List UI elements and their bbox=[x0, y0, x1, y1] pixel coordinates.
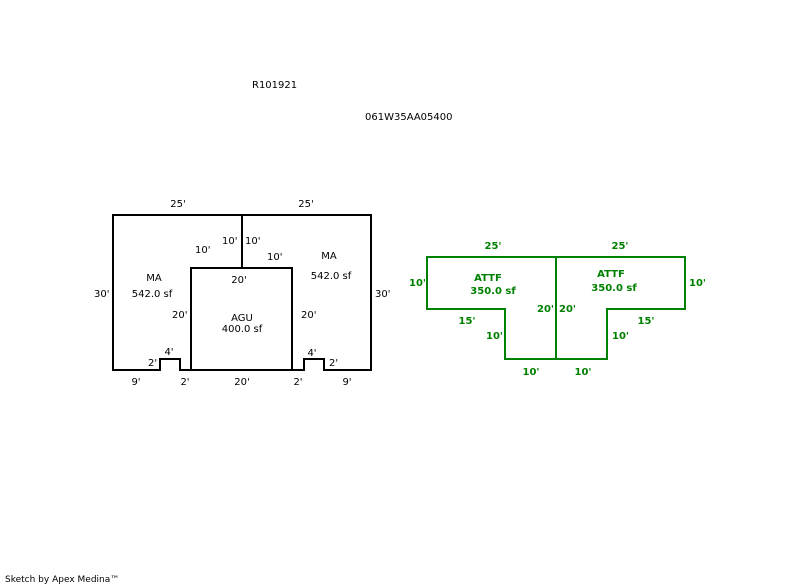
area-label-ma-left-sf: 542.0 sf bbox=[131, 289, 173, 300]
dim-green-bottom-right: 10' bbox=[574, 367, 592, 378]
dim-green-left-side: 10' bbox=[409, 278, 426, 289]
dim-top-right: 25' bbox=[298, 199, 314, 210]
dim-right-notch-top: 4' bbox=[307, 348, 317, 359]
dim-center-mid-right-10: 10' bbox=[245, 236, 261, 247]
dim-right-side: 30' bbox=[375, 289, 391, 300]
dim-green-center-left: 20' bbox=[537, 304, 554, 315]
dim-top-left: 25' bbox=[170, 199, 186, 210]
dim-agu-top: 20' bbox=[231, 275, 247, 286]
dim-green-right-side: 10' bbox=[689, 278, 706, 289]
dim-agu-left: 20' bbox=[172, 310, 188, 321]
attached-structure bbox=[426, 256, 686, 360]
main-structure bbox=[112, 214, 372, 371]
dim-bottom-left-2: 2' bbox=[180, 377, 190, 388]
dim-green-center-right: 20' bbox=[559, 304, 576, 315]
dim-right-notch-side: 2' bbox=[329, 358, 339, 369]
dim-green-step-right: 15' bbox=[637, 316, 655, 327]
area-label-attf-left-code: ATTF bbox=[474, 273, 502, 284]
dim-bottom-right-2: 2' bbox=[293, 377, 303, 388]
dim-green-inner-right: 10' bbox=[612, 331, 629, 342]
dim-green-inner-left: 10' bbox=[486, 331, 503, 342]
area-label-attf-left-sf: 350.0 sf bbox=[470, 286, 516, 297]
area-label-ma-right-sf: 542.0 sf bbox=[310, 271, 352, 282]
area-label-agu-sf: 400.0 sf bbox=[221, 324, 263, 335]
dim-green-step-left: 15' bbox=[458, 316, 476, 327]
dim-agu-right: 20' bbox=[301, 310, 317, 321]
sketch-credit: Sketch by Apex Medina™ bbox=[5, 575, 120, 585]
area-label-ma-left-code: MA bbox=[146, 273, 162, 284]
area-label-agu-code: AGU bbox=[231, 313, 253, 324]
dim-left-notch-side: 2' bbox=[148, 358, 158, 369]
dim-left-side: 30' bbox=[94, 289, 110, 300]
area-label-ma-right-code: MA bbox=[321, 251, 337, 262]
dim-bottom-left-9: 9' bbox=[131, 377, 141, 388]
dim-center-left-10: 10' bbox=[195, 245, 211, 256]
dim-green-top-left: 25' bbox=[484, 241, 502, 252]
area-label-attf-right-code: ATTF bbox=[597, 269, 625, 280]
parcel-id: R101921 bbox=[252, 80, 298, 91]
dim-agu-top-right-10: 10' bbox=[267, 252, 283, 263]
dim-bottom-agu: 20' bbox=[234, 377, 250, 388]
dim-center-mid-left-10: 10' bbox=[222, 236, 238, 247]
dim-left-notch-top: 4' bbox=[164, 347, 174, 358]
dim-green-top-right: 25' bbox=[611, 241, 629, 252]
area-label-attf-right-sf: 350.0 sf bbox=[591, 283, 637, 294]
attf-outline bbox=[426, 256, 686, 360]
dim-bottom-right-9: 9' bbox=[342, 377, 352, 388]
map-number: 061W35AA05400 bbox=[365, 112, 453, 123]
dim-green-bottom-left: 10' bbox=[522, 367, 540, 378]
